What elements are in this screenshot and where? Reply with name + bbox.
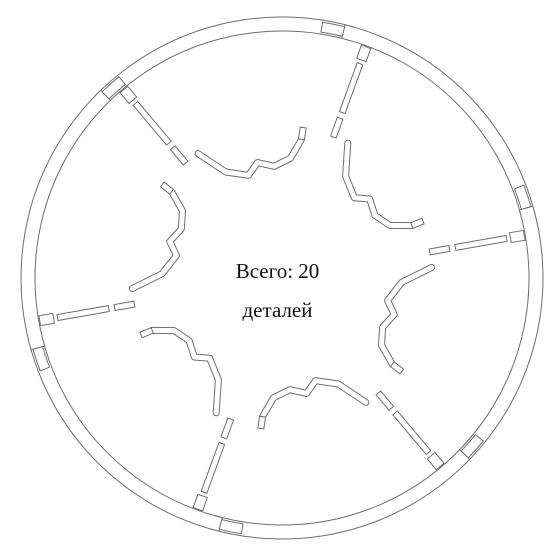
spoke-long-part <box>454 234 508 251</box>
tube-end-part <box>159 181 175 195</box>
spoke-long-part <box>56 305 110 322</box>
spoke-long-part <box>392 410 432 456</box>
total-parts-caption: Всего: 20 <box>235 259 320 283</box>
spoke-cap-part <box>192 493 208 512</box>
spoke-cap-part <box>509 229 526 244</box>
spoke-cap-part <box>119 85 138 105</box>
parts-group-3 <box>378 184 544 481</box>
rim-end-cap-part <box>218 518 244 535</box>
bent-tube-part <box>379 265 435 367</box>
rim-end-cap-part <box>32 345 51 372</box>
bent-tube-outline <box>148 326 222 417</box>
spoke-cap-part <box>38 312 55 327</box>
rim-end-cap-part <box>513 184 532 211</box>
spoke-short-part <box>329 116 344 139</box>
tube-end-part <box>139 327 154 339</box>
spoke-short-part <box>169 145 189 166</box>
spoke-cap-part <box>356 44 372 63</box>
parts-group-6 <box>20 75 186 372</box>
parts-group-1 <box>79 16 376 179</box>
bent-tube-part <box>260 378 369 420</box>
rim-end-cap-part <box>460 433 485 459</box>
tube-end-part <box>257 415 267 430</box>
spoke-long-part <box>132 100 172 146</box>
spoke-short-part <box>113 300 136 312</box>
parts-group-2 <box>320 21 539 240</box>
rim-arc-part <box>341 24 536 219</box>
tube-end-part <box>297 126 307 141</box>
bent-tube-part <box>129 189 185 291</box>
bent-tube-part <box>343 140 415 229</box>
rim-end-cap-part <box>101 75 127 100</box>
rim-arc-part <box>28 337 223 532</box>
spoke-cap-part <box>426 451 445 471</box>
parts-group-5 <box>25 316 244 535</box>
spoke-long-part <box>200 441 226 494</box>
spoke-short-part <box>375 390 395 411</box>
parts-unit-caption: деталей <box>242 298 313 322</box>
bent-tube-outline <box>342 139 416 230</box>
spoke-long-part <box>338 62 364 115</box>
spoke-short-part <box>220 417 235 440</box>
rim-arc-part <box>20 89 112 351</box>
bent-tube-part <box>195 136 304 178</box>
tube-end-part <box>410 217 425 229</box>
bent-tube-part <box>149 327 221 416</box>
parts-group-4 <box>188 377 485 540</box>
spoke-short-part <box>428 244 451 256</box>
tube-end-part <box>389 361 405 375</box>
rim-end-cap-part <box>320 21 346 38</box>
